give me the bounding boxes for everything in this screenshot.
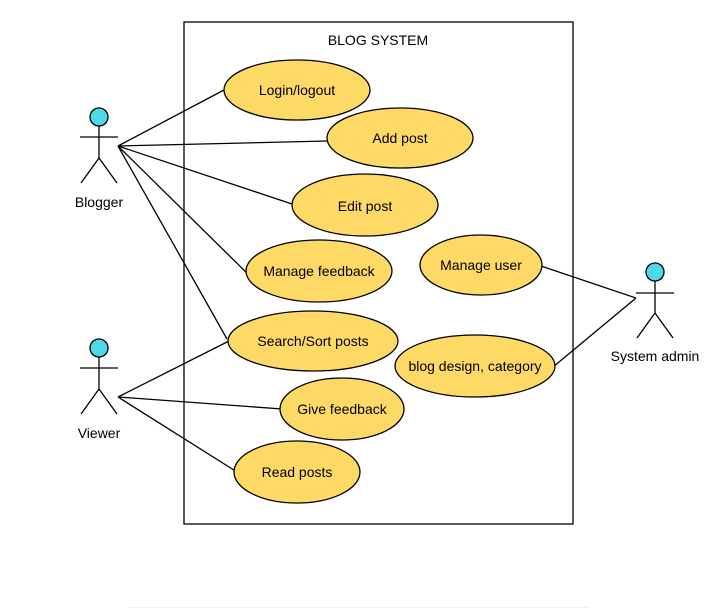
stick-figure-icon bbox=[636, 262, 674, 339]
use-case-ellipse bbox=[291, 173, 439, 237]
assoc-blogger-manage-feedback bbox=[117, 145, 257, 283]
use-case-label: Login/logout bbox=[259, 82, 335, 98]
actor-label: Viewer bbox=[78, 425, 121, 441]
assoc-admin-manage-user bbox=[540, 265, 637, 299]
use-case-label: Give feedback bbox=[297, 401, 387, 417]
actor-label: System admin bbox=[611, 348, 700, 364]
bottom-divider bbox=[128, 607, 588, 608]
assoc-blogger-login bbox=[117, 89, 225, 147]
use-case-label: blog design, category bbox=[408, 358, 541, 374]
assoc-viewer-give-feedback bbox=[117, 396, 283, 410]
system-title: BLOG SYSTEM bbox=[328, 32, 428, 48]
use-case-edit-post: Edit post bbox=[291, 173, 439, 237]
stick-figure-icon bbox=[80, 338, 118, 415]
use-case-search-sort: Search/Sort posts bbox=[227, 310, 399, 372]
use-case-ellipse bbox=[419, 234, 543, 296]
use-case-label: Add post bbox=[372, 130, 427, 146]
use-case-ellipse bbox=[326, 107, 474, 169]
use-case-read-posts: Read posts bbox=[233, 440, 361, 504]
use-case-add-post: Add post bbox=[326, 107, 474, 169]
use-case-label: Manage feedback bbox=[263, 263, 375, 279]
assoc-blogger-search-sort bbox=[117, 145, 228, 340]
assoc-admin-blog-design bbox=[552, 297, 637, 368]
use-case-label: Search/Sort posts bbox=[257, 333, 368, 349]
use-case-blog-design: blog design, category bbox=[394, 334, 556, 398]
use-case-manage-feedback: Manage feedback bbox=[245, 239, 393, 303]
use-case-ellipse bbox=[227, 310, 399, 372]
use-case-label: Manage user bbox=[440, 257, 522, 273]
associations bbox=[117, 89, 637, 473]
use-case-ellipse bbox=[245, 239, 393, 303]
assoc-blogger-add-post bbox=[117, 140, 328, 147]
use-case-label: Read posts bbox=[262, 464, 333, 480]
actor-label: Blogger bbox=[75, 194, 124, 210]
use-case-ellipse bbox=[279, 377, 405, 441]
use-case-ellipse bbox=[233, 440, 361, 504]
assoc-viewer-search-sort bbox=[117, 340, 230, 398]
actor-system-admin: System admin bbox=[611, 262, 700, 364]
use-case-label: Edit post bbox=[338, 198, 393, 214]
use-case-ellipse bbox=[223, 59, 371, 121]
use-case-ellipse bbox=[394, 334, 556, 398]
use-case-manage-user: Manage user bbox=[419, 234, 543, 296]
use-case-login: Login/logout bbox=[223, 59, 371, 121]
assoc-viewer-read-posts bbox=[117, 396, 238, 473]
system-boundary bbox=[183, 21, 574, 525]
actor-viewer: Viewer bbox=[78, 338, 121, 441]
actor-blogger: Blogger bbox=[75, 107, 124, 210]
stick-figure-icon bbox=[80, 107, 118, 184]
use-case-give-feedback: Give feedback bbox=[279, 377, 405, 441]
assoc-blogger-edit-post bbox=[117, 145, 293, 205]
